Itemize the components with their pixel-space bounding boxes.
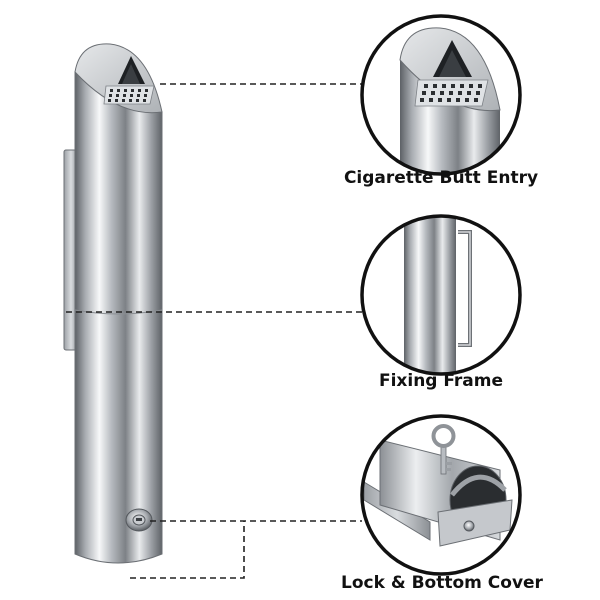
- callout-frame-closeup: [360, 214, 522, 376]
- pillar-body: [74, 71, 163, 564]
- pillar-lock: [125, 508, 153, 532]
- entry-grille: [103, 85, 155, 105]
- callout-entry-closeup: [360, 14, 522, 176]
- leader-lines: [66, 83, 362, 579]
- callout-label-frame: Fixing Frame: [378, 371, 504, 391]
- callout-label-lock: Lock & Bottom Cover: [341, 573, 543, 593]
- ashtray-pillar: [63, 43, 163, 564]
- key-icon: [431, 424, 456, 475]
- callout-lock-closeup: [360, 414, 522, 576]
- leader-line-bottom: [130, 521, 245, 579]
- pillar-seam: [74, 309, 163, 315]
- callout-label-entry: Cigarette Butt Entry: [343, 168, 539, 188]
